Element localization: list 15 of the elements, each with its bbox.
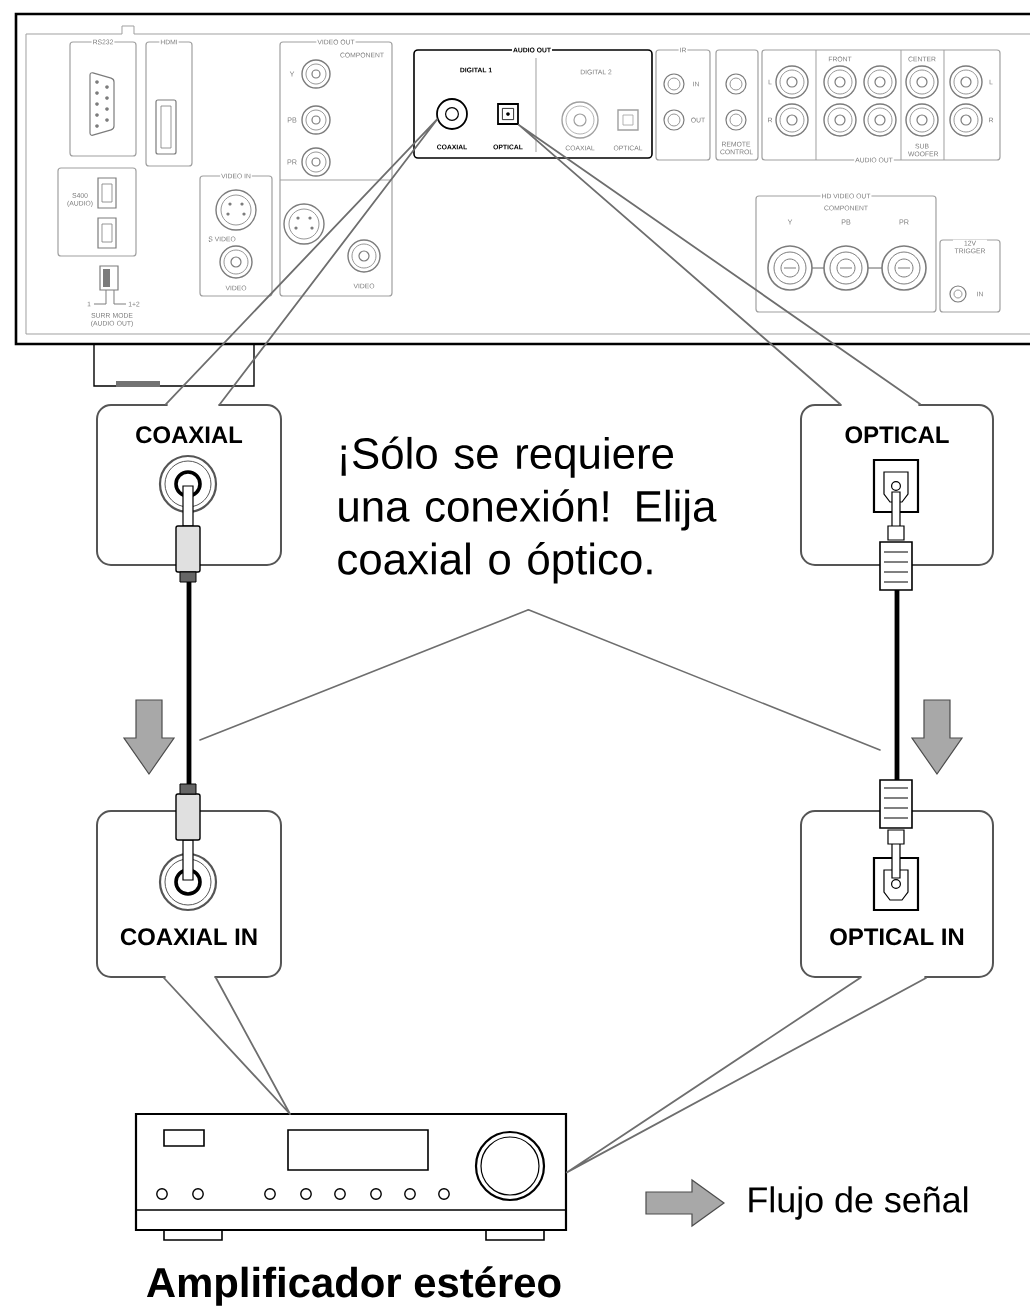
callout-pointer	[163, 975, 291, 1115]
rear-panel-drawing	[14, 12, 1030, 387]
callout-pointer	[165, 118, 438, 407]
amplifier-label: Amplificador estéreo	[146, 1266, 561, 1306]
leader-line	[199, 609, 530, 741]
optical-cable	[879, 491, 913, 879]
optical-jack	[497, 103, 519, 125]
amplifier-drawing	[134, 1112, 568, 1241]
legend-text: Flujo de señal	[749, 1186, 968, 1220]
coaxial-jack	[436, 98, 468, 130]
callout-pointer	[565, 975, 927, 1174]
callout-pointer	[518, 124, 921, 407]
coaxial-cable	[175, 485, 201, 881]
note-text: ¡Sólo se requiere una conexión! Elija coaxial o óptico.	[338, 436, 717, 584]
leader-line	[527, 609, 881, 751]
